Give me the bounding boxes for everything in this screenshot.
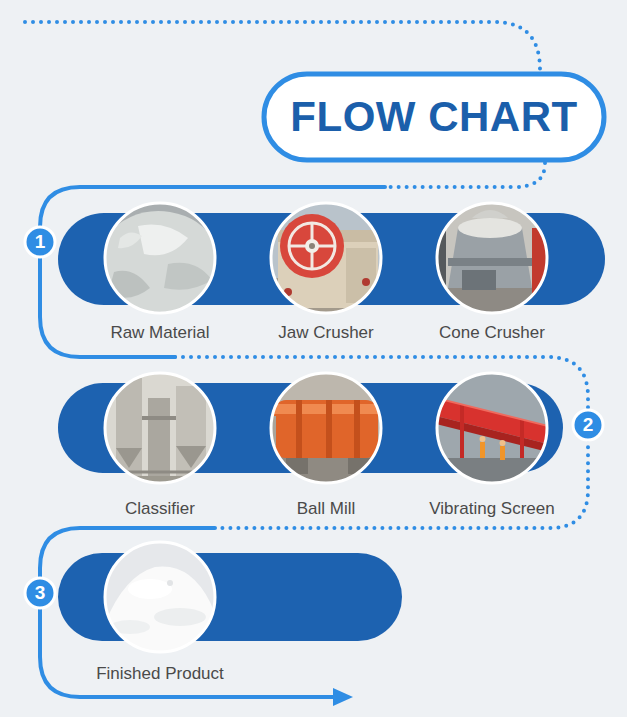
process-step: Cone Crusher bbox=[402, 200, 582, 343]
raw-material-photo bbox=[105, 203, 215, 313]
vibrating-screen-photo bbox=[460, 404, 464, 458]
raw-material-photo bbox=[118, 232, 142, 248]
vibrating-screen-photo bbox=[500, 446, 505, 460]
step-label: Ball Mill bbox=[236, 499, 416, 519]
finished-product-photo bbox=[100, 537, 220, 657]
step-number-badge bbox=[25, 227, 55, 257]
step-number: 3 bbox=[35, 582, 46, 604]
process-step: Classifier bbox=[70, 370, 250, 519]
cone-crusher-photo bbox=[462, 270, 496, 290]
flow-line bbox=[25, 22, 588, 697]
finished-product-photo bbox=[100, 566, 220, 657]
classifier-photo bbox=[105, 373, 215, 483]
ball-mill-photo bbox=[271, 373, 381, 483]
ball-mill-photo bbox=[266, 368, 386, 488]
ball-mill-photo bbox=[266, 368, 386, 488]
cone-crusher-photo bbox=[432, 198, 552, 318]
step-number-badge bbox=[573, 410, 603, 440]
step-label: Classifier bbox=[70, 499, 250, 519]
ball-mill-photo bbox=[296, 400, 302, 458]
raw-material-photo bbox=[100, 198, 220, 318]
cone-crusher-photo bbox=[432, 198, 552, 318]
classifier-photo bbox=[100, 368, 220, 488]
dotted-flow-line bbox=[385, 163, 545, 187]
vibrating-screen-photo bbox=[500, 440, 506, 446]
jaw-crusher-photo bbox=[309, 243, 315, 249]
ball-mill-photo bbox=[354, 400, 360, 458]
jaw-crusher-photo bbox=[289, 223, 335, 269]
step-number: 1 bbox=[35, 231, 46, 253]
raw-material-photo bbox=[100, 198, 220, 318]
jaw-crusher-photo bbox=[346, 248, 376, 303]
cone-crusher-photo bbox=[458, 218, 522, 238]
ball-mill-photo bbox=[266, 368, 386, 488]
jaw-crusher-photo bbox=[271, 203, 381, 313]
ball-mill-photo bbox=[326, 400, 332, 458]
classifier-photo bbox=[142, 416, 176, 420]
classifier-photo bbox=[100, 368, 220, 488]
cone-crusher-photo bbox=[448, 258, 532, 266]
jaw-crusher-photo bbox=[305, 239, 319, 253]
finished-product-photo bbox=[105, 542, 215, 652]
classifier-photo bbox=[127, 368, 132, 378]
vibrating-screen-photo bbox=[432, 368, 552, 488]
process-step: Raw Material bbox=[70, 200, 250, 343]
title-pill bbox=[264, 74, 604, 160]
jaw-crusher-photo bbox=[266, 198, 386, 318]
cone-crusher-photo bbox=[437, 203, 547, 313]
finished-product-photo bbox=[167, 580, 173, 586]
cone-crusher-photo bbox=[472, 210, 508, 218]
cone-crusher-photo bbox=[432, 198, 552, 318]
jaw-crusher-photo bbox=[362, 278, 370, 286]
ball-mill-photo bbox=[286, 458, 308, 474]
step-label: Raw Material bbox=[70, 323, 250, 343]
step-label: Jaw Crusher bbox=[236, 323, 416, 343]
finished-product-photo bbox=[100, 537, 220, 657]
process-step: Ball Mill bbox=[236, 370, 416, 519]
classifier-photo bbox=[100, 368, 220, 488]
vibrating-screen-photo bbox=[480, 436, 486, 442]
step-label: Cone Crusher bbox=[402, 323, 582, 343]
flow-arrowhead bbox=[333, 688, 353, 706]
raw-material-photo bbox=[138, 225, 188, 256]
step-label: Vibrating Screen bbox=[402, 499, 582, 519]
jaw-crusher-photo bbox=[266, 198, 386, 318]
flow-chart-title: FLOW CHART bbox=[290, 93, 577, 141]
process-step: Vibrating Screen bbox=[402, 370, 582, 519]
raw-material-photo bbox=[100, 198, 220, 318]
vibrating-screen-photo bbox=[432, 368, 552, 488]
vibrating-screen-photo bbox=[437, 373, 547, 483]
step-number-badge bbox=[25, 578, 55, 608]
finished-product-photo bbox=[100, 537, 220, 657]
ball-mill-photo bbox=[274, 400, 378, 458]
vibrating-screen-photo bbox=[520, 420, 524, 458]
step-number: 2 bbox=[583, 414, 594, 436]
dotted-flow-line bbox=[25, 22, 540, 70]
raw-material-photo bbox=[164, 263, 212, 290]
jaw-crusher-photo bbox=[266, 198, 386, 318]
vibrating-screen-photo bbox=[480, 442, 485, 458]
process-step: Jaw Crusher bbox=[236, 200, 416, 343]
raw-material-photo bbox=[108, 271, 150, 298]
vibrating-screen-photo bbox=[432, 368, 552, 488]
classifier-photo bbox=[148, 398, 170, 488]
vibrating-screen-photo bbox=[436, 398, 548, 426]
finished-product-photo bbox=[128, 579, 172, 599]
step-label: Finished Product bbox=[70, 664, 250, 684]
process-step: Finished Product bbox=[70, 539, 250, 684]
jaw-crusher-photo bbox=[280, 214, 344, 278]
finished-product-photo bbox=[154, 608, 206, 626]
